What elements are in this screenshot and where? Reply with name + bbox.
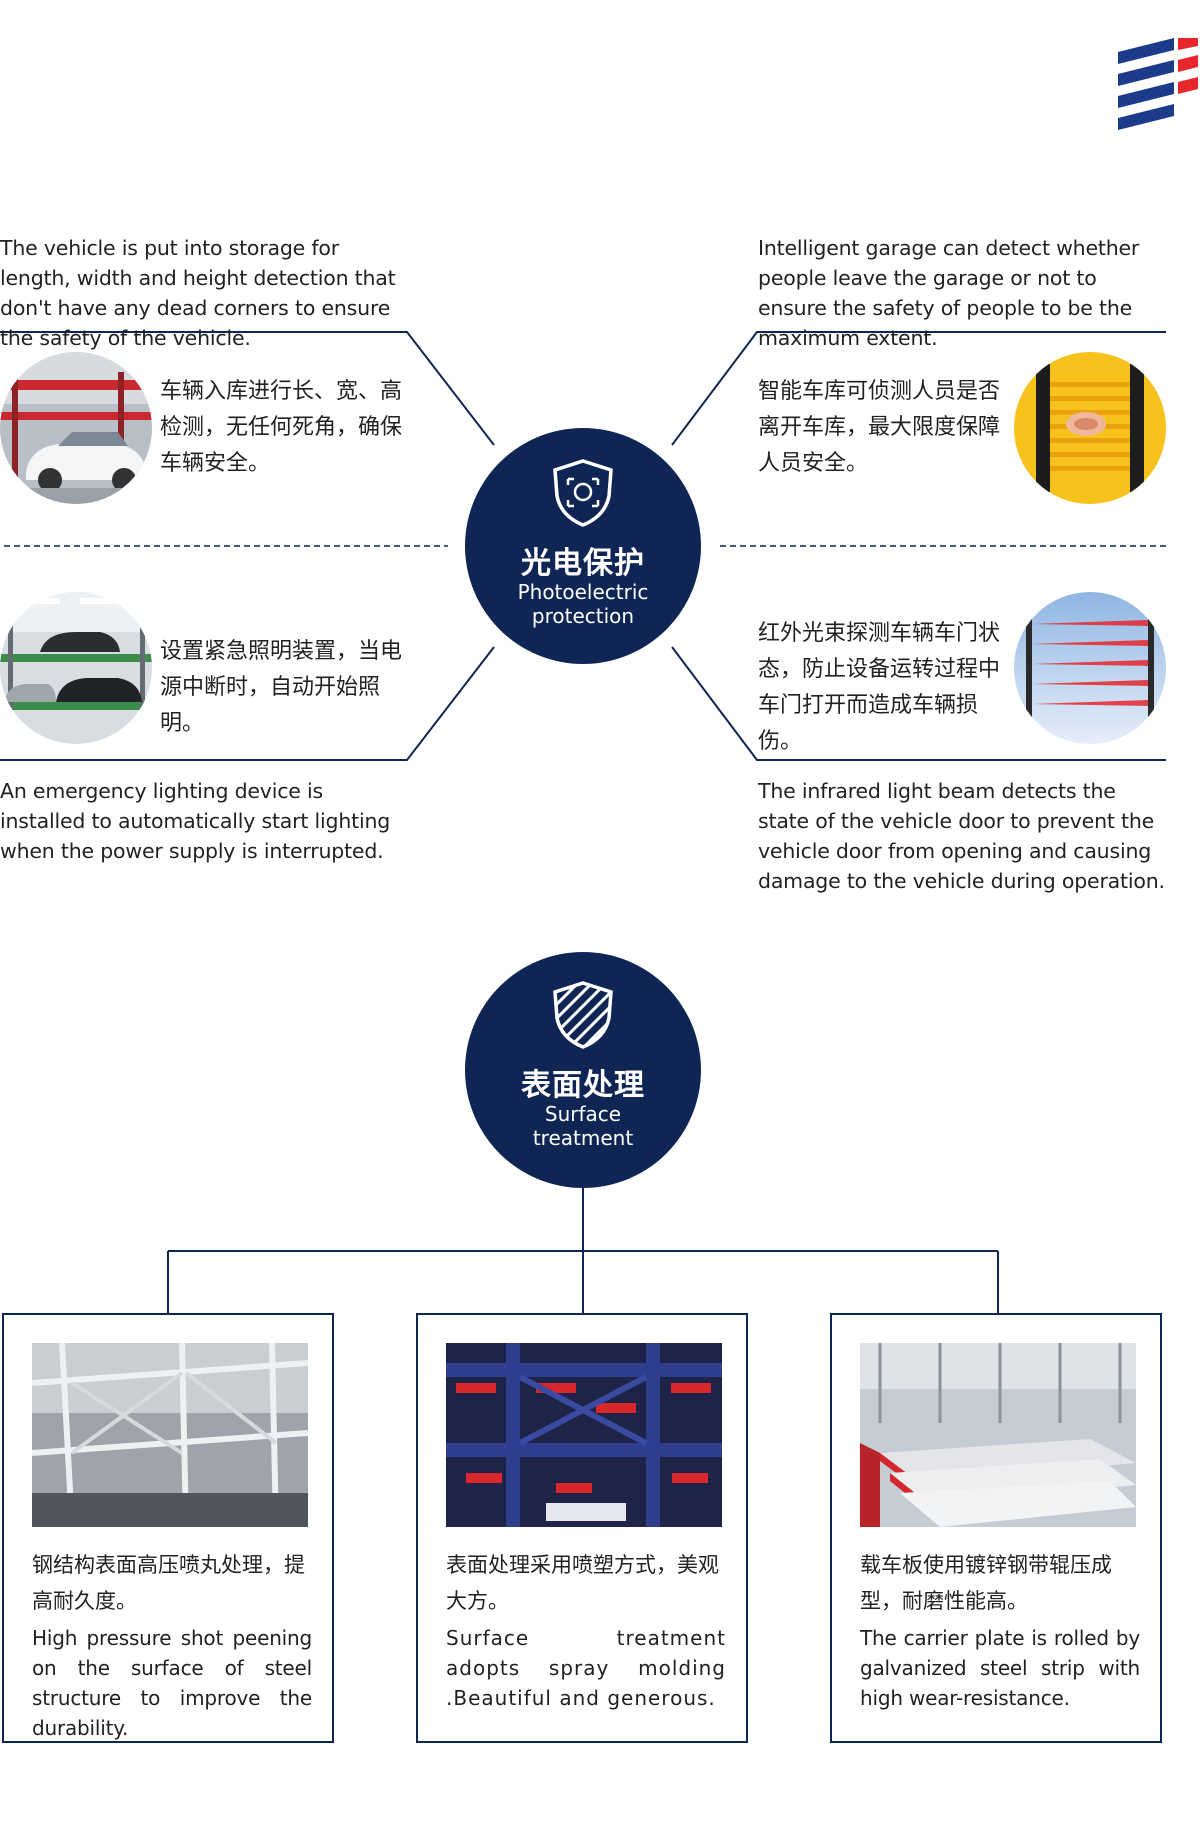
spray-card-zh-text: 表面处理采用喷塑方式，美观大方。 <box>446 1553 719 1613</box>
steel-card-zh-text: 钢结构表面高压喷丸处理，提高耐久度。 <box>32 1553 305 1613</box>
top-left-zh-text: 车辆入库进行长、宽、高检测，无任何死角，确保车辆安全。 <box>160 379 403 476</box>
top-right-zh-text: 智能车库可侦测人员是否离开车库，最大限度保障人员安全。 <box>758 379 1001 476</box>
surface-treatment-hub: 表面处理 Surface treatment <box>465 952 701 1188</box>
striped-shield-icon <box>553 981 613 1049</box>
photoelectric-hub: 光电保护 Photoelectric protection <box>465 428 701 664</box>
photoelectric-title-zh: 光电保护 <box>521 546 645 581</box>
surface-title-zh: 表面处理 <box>521 1068 645 1103</box>
surface-card-steel: 钢结构表面高压喷丸处理，提高耐久度。 High pressure shot pe… <box>2 1313 334 1743</box>
top-right-en-text: Intelligent garage can detect whether pe… <box>758 236 1140 350</box>
garage-car-photo <box>0 352 152 504</box>
carrier-card-zh-text: 载车板使用镀锌钢带辊压成型，耐磨性能高。 <box>860 1553 1112 1613</box>
connector-lines <box>0 331 1166 761</box>
steel-card-en-text: High pressure shot peening on the surfac… <box>32 1626 312 1740</box>
bottom-right-en-text: The infrared light beam detects the stat… <box>758 779 1165 893</box>
brand-logo <box>1118 38 1198 130</box>
bottom-left-en-text: An emergency lighting device is installe… <box>0 779 391 863</box>
photoelectric-title-en-2: protection <box>531 604 635 628</box>
surface-title-en-2: treatment <box>532 1126 634 1150</box>
steel-structure-photo <box>32 1343 308 1527</box>
bottom-right-zh-text: 红外光束探测车辆车门状态，防止设备运转过程中车门打开而造成车辆损伤。 <box>758 621 1001 754</box>
surface-card-carrier: 载车板使用镀锌钢带辊压成型，耐磨性能高。 The carrier plate i… <box>830 1313 1162 1743</box>
carrier-card-en-text: The carrier plate is rolled by galvanize… <box>860 1626 1140 1710</box>
surface-tree-lines <box>167 1185 999 1313</box>
bottom-left-zh-text: 设置紧急照明装置，当电源中断时，自动开始照明。 <box>160 639 403 736</box>
spray-molding-photo <box>446 1343 722 1527</box>
infrared-beam-photo <box>1014 592 1166 744</box>
garage-interior-photo <box>0 592 152 744</box>
surface-card-spray: 表面处理采用喷塑方式，美观大方。 Surface treatment adopt… <box>416 1313 748 1743</box>
carrier-plate-photo <box>860 1343 1136 1527</box>
top-left-en-text: The vehicle is put into storage for leng… <box>0 236 396 350</box>
photoelectric-title-en-1: Photoelectric <box>517 580 649 604</box>
light-curtain-photo <box>1014 352 1166 504</box>
shield-sensor-icon <box>553 459 613 527</box>
surface-title-en-1: Surface <box>544 1102 622 1126</box>
spray-card-en-text: Surface treatment adopts spray molding .… <box>446 1626 726 1710</box>
